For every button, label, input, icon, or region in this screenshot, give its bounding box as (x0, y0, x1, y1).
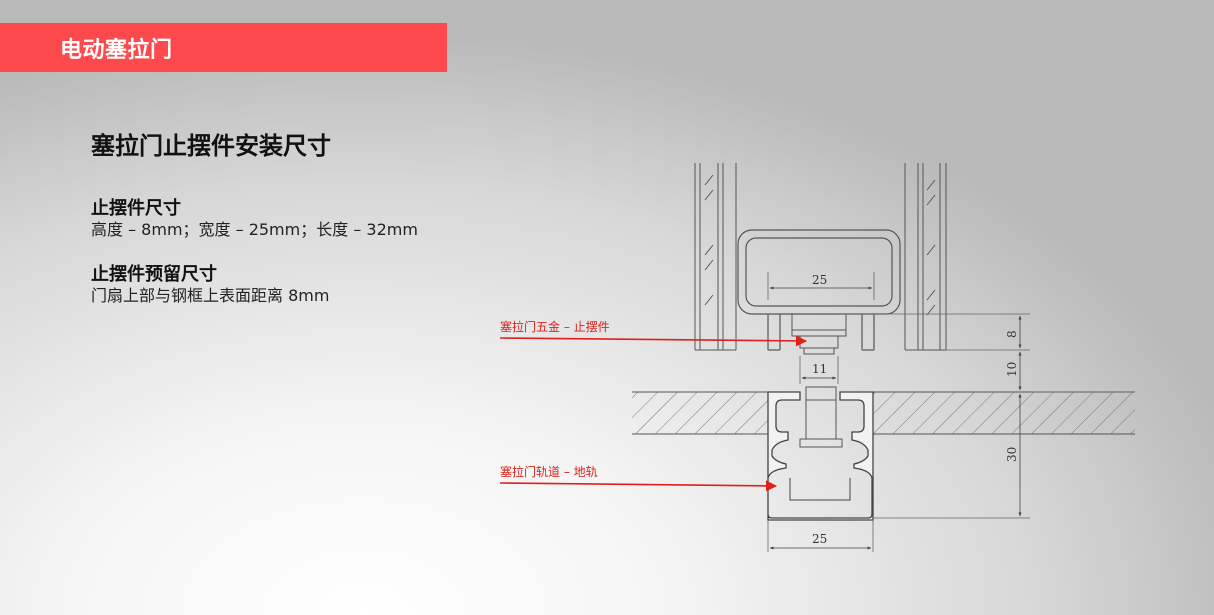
dim-height-gap-label: 10 (1005, 362, 1019, 377)
callout-track-label: 塞拉门轨道 – 地轨 (500, 464, 598, 479)
dim-box-width-label: 25 (812, 273, 827, 287)
banner-title: 电动塞拉门 (60, 38, 173, 63)
callout-hardware-label: 塞拉门五金 – 止摆件 (500, 319, 610, 334)
dim-stopper-width: 11 (799, 356, 839, 384)
page-heading: 塞拉门止摆件安装尺寸 (91, 132, 331, 160)
dim-track-width-label: 25 (812, 532, 827, 546)
callout-track: 塞拉门轨道 – 地轨 (499, 464, 778, 492)
spec-dimensions: 止摆件尺寸 高度 – 8mm；宽度 – 25mm；长度 – 32mm (91, 198, 418, 240)
dim-height-track-label: 30 (1005, 447, 1019, 462)
spec-clearance: 止摆件预留尺寸 门扇上部与钢框上表面距离 8mm (91, 264, 329, 306)
dim-vertical (846, 313, 1135, 519)
door-frame-left (694, 163, 737, 351)
floor-track-channel (789, 478, 851, 501)
dim-height-top-label: 8 (1005, 330, 1019, 338)
door-frame-right (904, 163, 947, 351)
stopper-block (791, 313, 847, 355)
dim-stopper-width-label: 11 (812, 362, 827, 376)
callout-hardware: 塞拉门五金 – 止摆件 (499, 319, 808, 347)
steel-frame-box (737, 229, 901, 351)
dim-box-width: 25 (767, 272, 875, 300)
spec-dimensions-title: 止摆件尺寸 (91, 198, 181, 219)
stopper-pin (799, 386, 843, 448)
spec-dimensions-text: 高度 – 8mm；宽度 – 25mm；长度 – 32mm (91, 220, 418, 239)
title-banner: 电动塞拉门 (0, 23, 447, 72)
spec-clearance-title: 止摆件预留尺寸 (91, 264, 217, 285)
floor-section (632, 391, 1135, 435)
spec-clearance-text: 门扇上部与钢框上表面距离 8mm (91, 286, 330, 305)
floor-track-profile (767, 391, 874, 521)
dim-track-width: 25 (767, 520, 874, 552)
